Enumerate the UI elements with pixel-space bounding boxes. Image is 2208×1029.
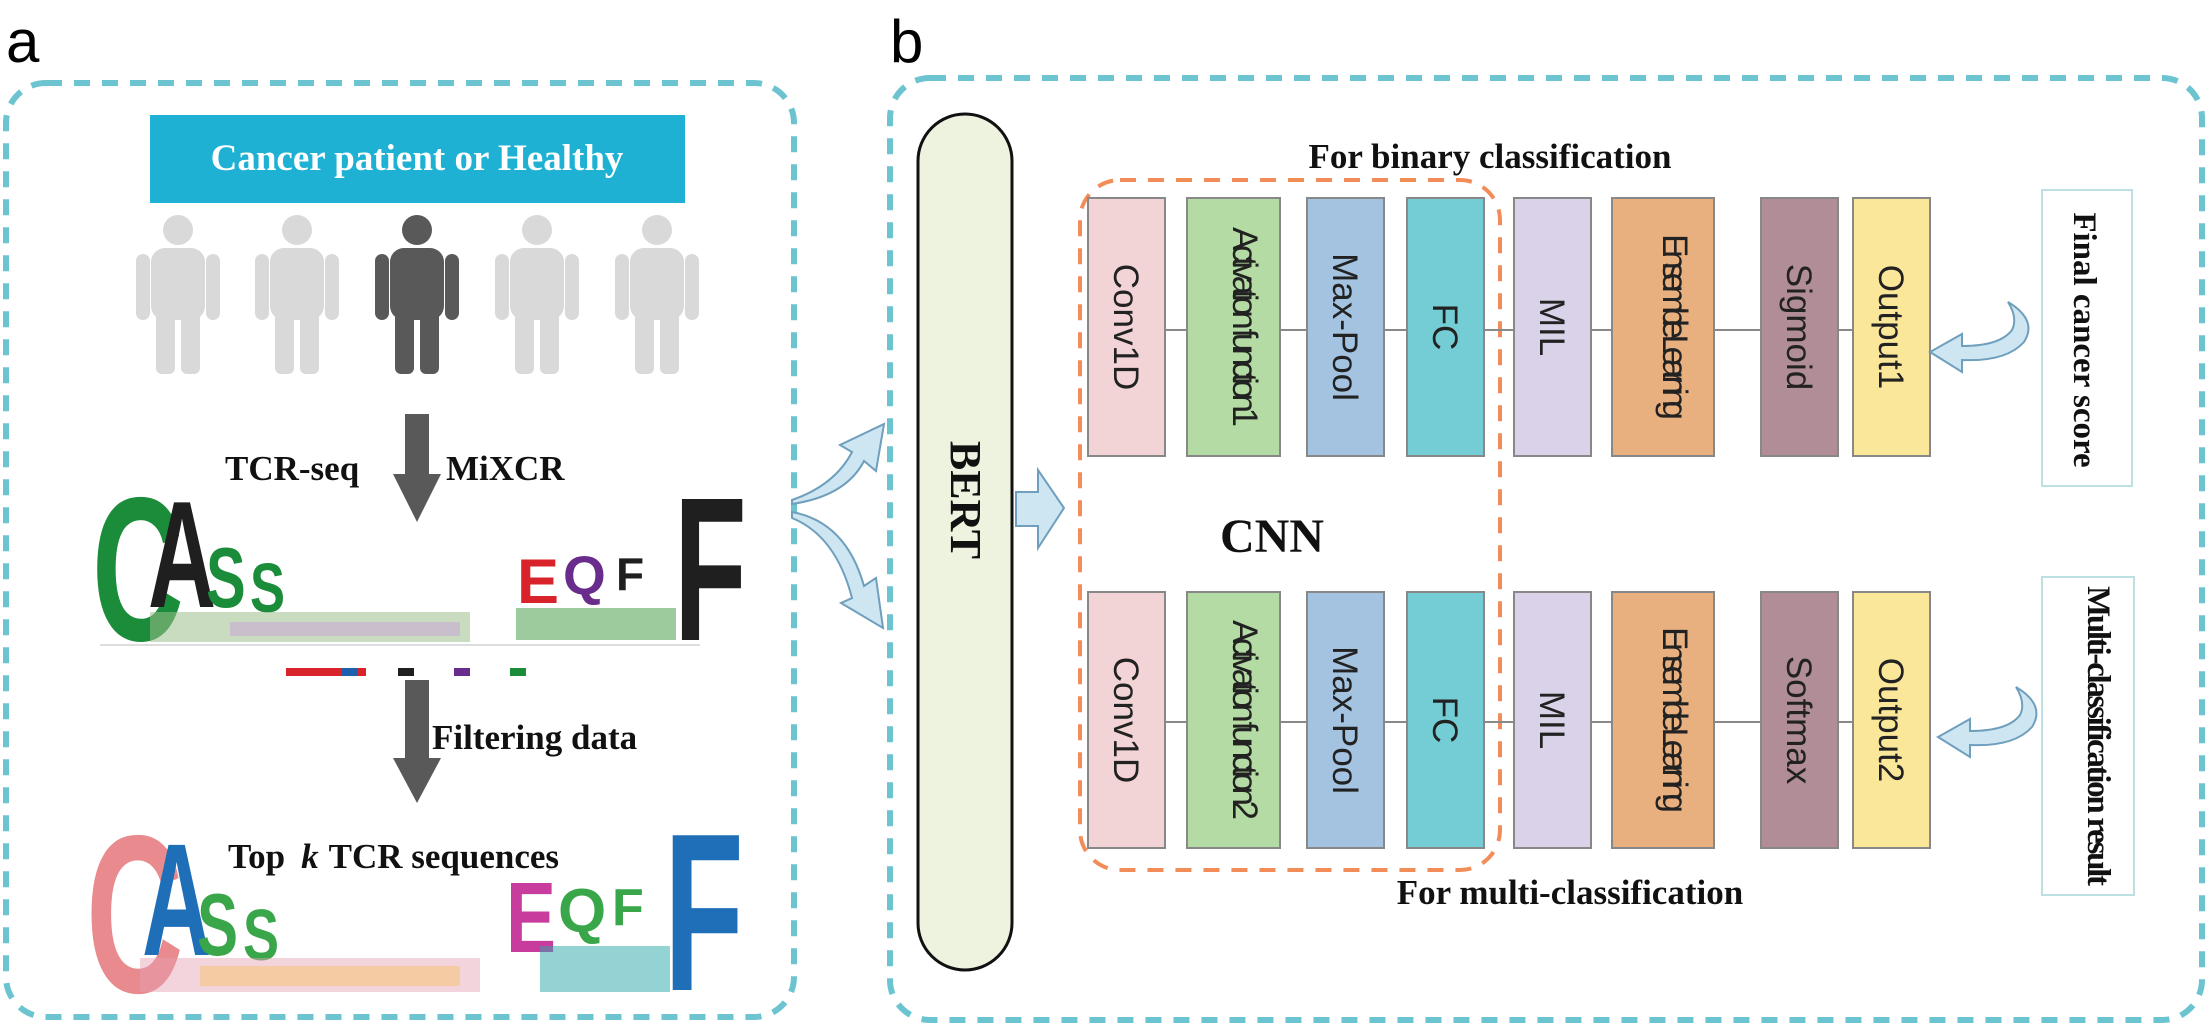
multi-result-box (2041, 576, 2135, 896)
cnn-label: CNN (1220, 510, 1324, 563)
cohort-banner (150, 115, 685, 203)
output1-label: Output1 (1871, 265, 1910, 390)
mixcr-label: MiXCR (446, 449, 565, 488)
top-k-k: k (301, 837, 319, 876)
cohort-people (136, 215, 699, 374)
top-k-prefix: Top (228, 837, 285, 876)
mil-label: MIL (1532, 691, 1571, 749)
top-k-suffix: TCR sequences (329, 837, 559, 876)
person-icon (255, 215, 339, 374)
sigmoid-label: Sigmoid (1779, 264, 1818, 390)
curved-return-arrow-icon (1928, 301, 2030, 374)
right-arrow-icon (1015, 466, 1066, 552)
cnn-region (1078, 178, 1502, 872)
cohort-banner-text: Cancer patient or Healthy (211, 138, 624, 179)
softmax-block (1760, 591, 1839, 849)
maxpool-label: Max-Pool (1325, 646, 1364, 794)
curved-return-arrow-icon (1936, 686, 2038, 759)
multi-title: For multi-classification (1397, 873, 1743, 912)
panel-b-frame (887, 75, 2205, 1023)
ensemble-block (1611, 591, 1715, 849)
logo-letter: A (148, 470, 216, 639)
logo-letter: S (197, 876, 238, 974)
conv1d-label: Conv1D (1106, 264, 1145, 390)
mil-block (1513, 591, 1592, 849)
fc-block (1406, 591, 1485, 849)
ensemble-label: Ensemble Learning (1655, 234, 1694, 420)
mil-label: MIL (1532, 298, 1571, 356)
conv1d-block (1087, 197, 1166, 457)
fc-block (1406, 197, 1485, 457)
logo-letter: F (664, 787, 744, 1029)
sequence-logo-bottom: C A S S E Q F F (86, 787, 744, 1029)
softmax-label: Softmax (1779, 656, 1818, 785)
multi-result-text: Multi-classification result (2080, 586, 2116, 886)
activation-block (1186, 591, 1281, 849)
panel-a-label: a (6, 8, 40, 75)
sigmoid-block (1760, 197, 1839, 457)
maxpool-block (1306, 197, 1385, 457)
ensemble-block (1611, 197, 1715, 457)
tcr-seq-label: TCR-seq (225, 449, 360, 488)
ensemble-label: Ensemble Learning (1655, 627, 1694, 813)
sequence-logo-top: C A S S E Q F F (92, 454, 747, 684)
person-icon (136, 215, 220, 374)
binary-pipeline: Conv1D Activation function1 Max-Pool FC … (1087, 197, 1931, 457)
final-score-label: Final cancer score (2066, 212, 2102, 467)
output2-label: Output2 (1871, 658, 1910, 783)
curved-arrow-up-icon (791, 422, 886, 506)
logo-letter: C (92, 456, 184, 684)
output2-block (1852, 591, 1931, 849)
down-arrow-icon (393, 414, 441, 522)
conv1d-label: Conv1D (1106, 657, 1145, 783)
panel-b-label: b (890, 8, 923, 75)
curved-arrow-down-icon (791, 510, 885, 630)
logo-letter: S (243, 896, 279, 976)
mil-block (1513, 197, 1592, 457)
conv1d-block (1087, 591, 1166, 849)
logo-letter: S (206, 531, 246, 626)
activation-label-text: Activation function2 (1225, 620, 1264, 820)
logo-letter: F (616, 548, 644, 600)
logo-letter: F (612, 879, 644, 937)
logo-letter: C (86, 789, 183, 1029)
logo-letter: F (674, 454, 747, 684)
output1-block (1852, 197, 1931, 457)
maxpool-block (1306, 591, 1385, 849)
bert-block (916, 112, 1014, 972)
activation-label: Activation function1 (1225, 227, 1264, 427)
filtering-label: Filtering data (432, 718, 637, 757)
person-icon (495, 215, 579, 374)
multi-result-label: Multi-classification result (2080, 586, 2116, 886)
maxpool-label: Max-Pool (1325, 253, 1364, 401)
final-score-box (2041, 189, 2133, 487)
branch-arrows (791, 422, 886, 630)
fc-label: FC (1425, 697, 1464, 744)
logo-letter: Q (563, 544, 606, 606)
logo-letter: A (142, 811, 211, 989)
activation-label: Activation function2 (1225, 620, 1264, 820)
bert-label: BERT (941, 441, 990, 559)
binary-title: For binary classification (1309, 137, 1672, 176)
activation-label-text: Activation function1 (1225, 227, 1264, 427)
panel-a-frame (3, 80, 797, 1020)
multi-pipeline: Conv1D Activation function2 Max-Pool FC … (1087, 591, 1931, 849)
person-icon (375, 215, 459, 374)
logo-letter: E (517, 547, 559, 617)
person-icon (615, 215, 699, 374)
logo-letter: Q (558, 877, 606, 946)
down-arrow-icon (393, 680, 441, 803)
activation-block (1186, 197, 1281, 457)
fc-label: FC (1425, 304, 1464, 351)
